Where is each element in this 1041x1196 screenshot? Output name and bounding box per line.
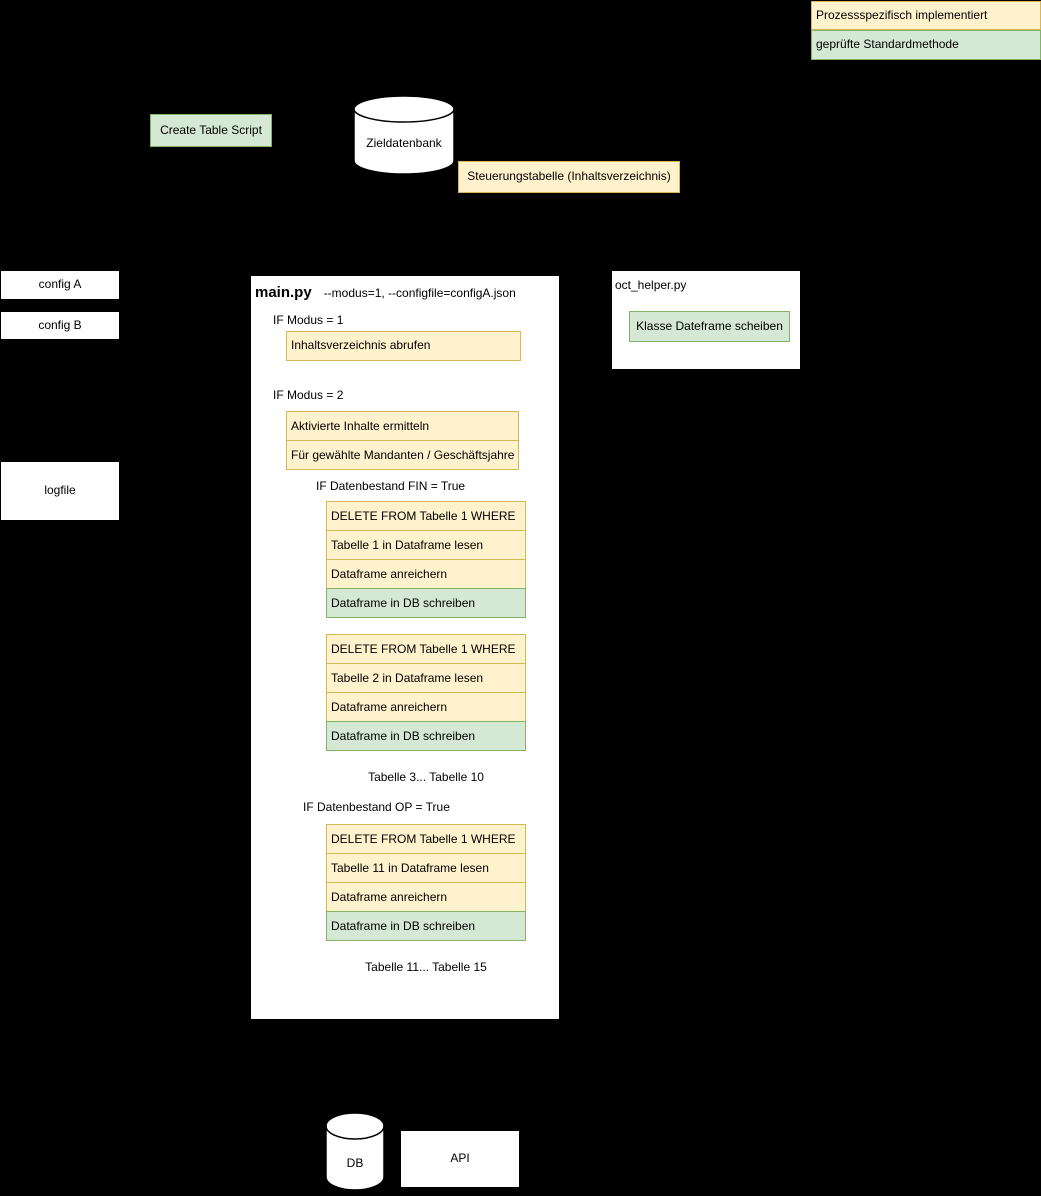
step-fuer-gewaehlte-mandanten-label: Für gewählte Mandanten / Geschäftsjahre	[291, 448, 515, 462]
db-label: DB	[346, 1156, 364, 1170]
block-row-label: DELETE FROM Tabelle 1 WHERE	[331, 642, 516, 656]
if-datenbestand-fin-label: IF Datenbestand FIN = True	[316, 479, 466, 493]
block-row: Dataframe in DB schreiben	[326, 911, 526, 941]
target-database-cylinder: Zieldatenbank	[353, 95, 455, 175]
step-inhaltsverzeichnis-abrufen: Inhaltsverzeichnis abrufen	[286, 331, 521, 361]
block-row: Dataframe anreichern	[326, 559, 526, 589]
block-row: Dataframe anreichern	[326, 692, 526, 722]
database-icon	[325, 1112, 385, 1191]
node-config-a: config A	[0, 270, 120, 300]
main-py-header: main.py --modus=1, --configfile=configA.…	[255, 284, 516, 301]
block-row-label: Tabelle 2 in Dataframe lesen	[331, 671, 484, 685]
block-row-label: Dataframe in DB schreiben	[331, 729, 476, 743]
oct-helper-panel: oct_helper.py Klasse Dateframe scheiben	[611, 270, 801, 370]
block-row: DELETE FROM Tabelle 1 WHERE	[326, 501, 526, 531]
node-config-b: config B	[0, 311, 120, 340]
block-row-label: Dataframe anreichern	[331, 567, 448, 581]
node-logfile-label: logfile	[44, 483, 76, 498]
block-row: Tabelle 1 in Dataframe lesen	[326, 530, 526, 560]
legend-item-standard-method: geprüfte Standardmethode	[811, 30, 1041, 60]
oct-helper-title: oct_helper.py	[615, 278, 687, 292]
tabelle-range-fin-label: Tabelle 3... Tabelle 10	[368, 770, 484, 784]
block-row: DELETE FROM Tabelle 1 WHERE	[326, 634, 526, 664]
step-klasse-dateframe: Klasse Dateframe scheiben	[629, 311, 790, 342]
block-row: Dataframe in DB schreiben	[326, 588, 526, 618]
block-row-label: Dataframe anreichern	[331, 700, 448, 714]
main-py-title: main.py	[255, 284, 312, 301]
if-modus-1-label: IF Modus = 1	[273, 313, 344, 327]
block-row-label: Dataframe in DB schreiben	[331, 919, 476, 933]
main-py-panel: main.py --modus=1, --configfile=configA.…	[250, 275, 560, 1020]
block-row: Dataframe anreichern	[326, 882, 526, 912]
legend-item-process-specific: Prozessspezifisch implementiert	[811, 1, 1041, 30]
block-row-label: Dataframe in DB schreiben	[331, 596, 476, 610]
block-row-label: DELETE FROM Tabelle 1 WHERE	[331, 509, 516, 523]
if-modus-2-label: IF Modus = 2	[273, 388, 344, 402]
node-create-table-script-label: Create Table Script	[160, 122, 262, 137]
step-aktivierte-inhalte: Aktivierte Inhalte ermitteln	[286, 411, 519, 441]
block-row: DELETE FROM Tabelle 1 WHERE	[326, 824, 526, 854]
node-api-label: API	[450, 1151, 470, 1166]
node-create-table-script: Create Table Script	[150, 114, 272, 147]
node-config-b-label: config B	[38, 317, 82, 332]
target-database-label: Zieldatenbank	[366, 136, 442, 150]
modus-2-steps: Aktivierte Inhalte ermitteln Für gewählt…	[286, 411, 519, 470]
block-row: Dataframe in DB schreiben	[326, 721, 526, 751]
block-row-label: Tabelle 1 in Dataframe lesen	[331, 538, 484, 552]
if-datenbestand-op-label: IF Datenbestand OP = True	[303, 800, 450, 814]
node-config-a-label: config A	[38, 277, 82, 292]
database-icon	[353, 95, 455, 175]
legend-item-standard-method-label: geprüfte Standardmethode	[816, 37, 959, 52]
step-inhaltsverzeichnis-abrufen-label: Inhaltsverzeichnis abrufen	[291, 338, 431, 353]
tabelle-range-op-label: Tabelle 11... Tabelle 15	[365, 960, 487, 974]
node-api: API	[400, 1130, 520, 1188]
node-logfile: logfile	[0, 461, 120, 521]
node-control-table-label: Steuerungstabelle (Inhaltsverzeichnis)	[467, 169, 671, 184]
block-row: Tabelle 11 in Dataframe lesen	[326, 853, 526, 883]
fin-block-2: DELETE FROM Tabelle 1 WHERE Tabelle 2 in…	[326, 634, 526, 751]
step-aktivierte-inhalte-label: Aktivierte Inhalte ermitteln	[291, 419, 430, 433]
block-row-label: Tabelle 11 in Dataframe lesen	[331, 861, 489, 875]
legend-item-process-specific-label: Prozessspezifisch implementiert	[816, 7, 988, 22]
block-row-label: DELETE FROM Tabelle 1 WHERE	[331, 832, 516, 846]
main-py-args: --modus=1, --configfile=configA.json	[323, 286, 516, 300]
fin-block-1: DELETE FROM Tabelle 1 WHERE Tabelle 1 in…	[326, 501, 526, 618]
db-cylinder: DB	[325, 1112, 385, 1191]
block-row: Tabelle 2 in Dataframe lesen	[326, 663, 526, 693]
block-row-label: Dataframe anreichern	[331, 890, 448, 904]
op-block: DELETE FROM Tabelle 1 WHERE Tabelle 11 i…	[326, 824, 526, 941]
step-klasse-dateframe-label: Klasse Dateframe scheiben	[636, 318, 783, 333]
step-fuer-gewaehlte-mandanten: Für gewählte Mandanten / Geschäftsjahre	[286, 440, 519, 470]
node-control-table: Steuerungstabelle (Inhaltsverzeichnis)	[458, 161, 680, 193]
